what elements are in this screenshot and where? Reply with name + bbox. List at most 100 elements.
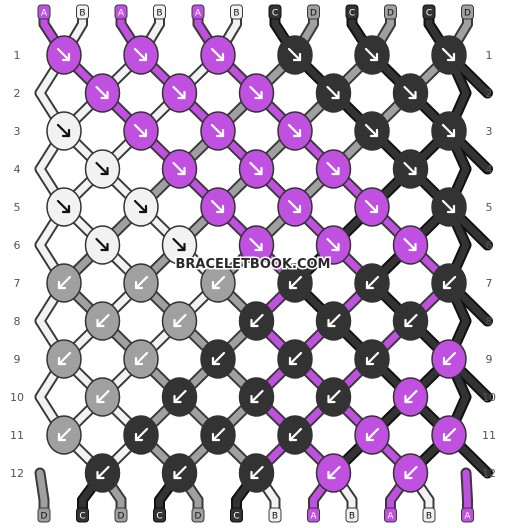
arrow-head (96, 318, 105, 328)
row-number-left: 6 (14, 239, 21, 252)
arrow-head (288, 280, 298, 290)
arrow-down-right-icon (210, 47, 225, 62)
arrow-head (331, 242, 340, 252)
knot (431, 263, 467, 303)
knot (123, 339, 159, 379)
strand-pin (384, 4, 397, 20)
strand-pin (461, 4, 474, 20)
arrow-head (250, 470, 259, 480)
strand-pin (76, 4, 89, 20)
arrow-head (254, 90, 263, 100)
arrow-down-left-icon (250, 465, 264, 480)
knot (123, 187, 159, 227)
knot (84, 453, 121, 493)
arrow-head (61, 128, 71, 138)
strand-letter: D (387, 9, 394, 19)
row-number-right: 12 (482, 467, 496, 480)
knot (392, 149, 429, 189)
strand-letter: A (118, 9, 125, 19)
knot (200, 35, 236, 75)
strand-letter: B (79, 9, 85, 19)
arrow-head (288, 432, 298, 442)
arrow-head (96, 470, 105, 480)
arrow-head (288, 356, 298, 366)
strand (36, 469, 48, 504)
arrow-down-right-icon (326, 161, 340, 176)
arrow-down-left-icon (404, 465, 418, 480)
knot (354, 415, 390, 455)
knot (46, 111, 82, 151)
strand-letter: B (233, 9, 239, 19)
arrow-down-right-icon (441, 123, 456, 138)
arrow-head (369, 52, 379, 62)
strand-pin (422, 4, 436, 20)
arrow-down-left-icon (211, 351, 226, 366)
knot (277, 415, 313, 455)
strand-letter: D (310, 9, 317, 19)
arrow-down-right-icon (172, 85, 186, 100)
arrow-head (215, 128, 225, 138)
strand-pin (191, 4, 205, 20)
arrow-head (100, 166, 109, 176)
arrow-down-left-icon (134, 427, 149, 442)
knot (277, 339, 313, 379)
knot (392, 73, 429, 113)
arrow-head (57, 356, 67, 366)
arrow-down-right-icon (364, 47, 379, 62)
arrow-down-right-icon (133, 123, 148, 138)
row-number-left: 9 (14, 353, 21, 366)
arrow-head (331, 166, 340, 176)
knot (315, 73, 352, 113)
arrow-head (369, 128, 379, 138)
arrow-down-left-icon (250, 313, 264, 328)
strand-pin (268, 507, 282, 523)
strand-pin (461, 507, 474, 523)
arrow-head (292, 128, 302, 138)
strand-pin (37, 507, 51, 523)
knot (277, 187, 313, 227)
arrow-head (215, 204, 225, 214)
row-number-right: 5 (486, 201, 493, 214)
arrow-down-right-icon (133, 199, 148, 214)
strand-pin (114, 4, 128, 20)
arrow-down-left-icon (288, 427, 303, 442)
knot (238, 149, 275, 189)
arrow-head (408, 166, 417, 176)
arrow-head (327, 470, 336, 480)
arrow-head (215, 52, 225, 62)
strand-letter: B (272, 512, 278, 522)
arrow-head (211, 280, 221, 290)
row-number-left: 7 (14, 277, 21, 290)
arrow-down-right-icon (95, 161, 109, 176)
knot (431, 187, 467, 227)
knot (46, 35, 82, 75)
arrow-down-left-icon (365, 351, 380, 366)
arrow-down-left-icon (442, 275, 457, 290)
knot (46, 187, 82, 227)
knot (200, 415, 236, 455)
arrow-head (134, 432, 144, 442)
knot (392, 225, 429, 265)
arrow-down-left-icon (404, 389, 418, 404)
arrow-down-left-icon (211, 427, 226, 442)
arrow-head (446, 204, 456, 214)
arrow-head (250, 394, 259, 404)
row-number-right: 9 (486, 353, 493, 366)
row-number-left: 4 (14, 163, 21, 176)
arrow-head (173, 394, 182, 404)
arrow-head (173, 318, 182, 328)
arrow-down-right-icon (326, 237, 340, 252)
arrow-head (331, 90, 340, 100)
row-number-right: 7 (486, 277, 493, 290)
arrow-head (61, 204, 71, 214)
arrow-down-right-icon (287, 199, 302, 214)
arrow-head (254, 166, 263, 176)
strand-letter: B (349, 512, 355, 522)
arrow-head (96, 394, 105, 404)
arrow-head (177, 166, 186, 176)
arrow-down-left-icon (173, 465, 187, 480)
row-number-right: 3 (486, 125, 493, 138)
knot (315, 453, 352, 493)
knot (315, 149, 352, 189)
strand-pin (76, 507, 89, 523)
